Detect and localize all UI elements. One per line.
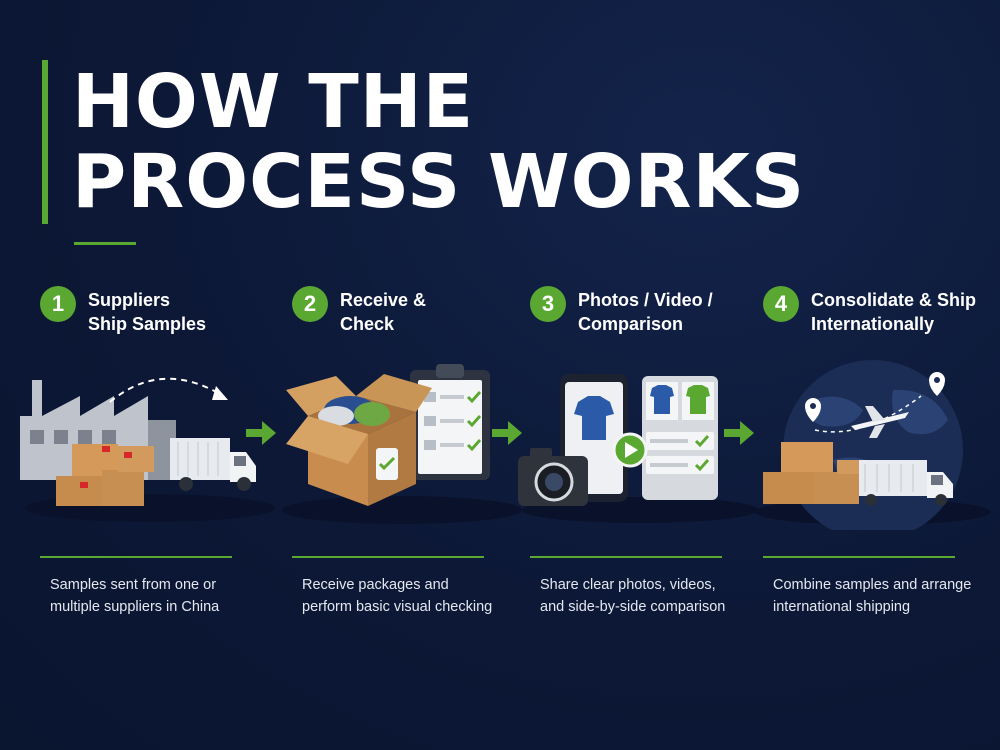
step-number-badge: 4 [763, 286, 799, 322]
step-number-badge: 3 [530, 286, 566, 322]
step-number-badge: 2 [292, 286, 328, 322]
step-title-line-2: Internationally [811, 314, 935, 334]
step-desc-line-2: perform basic visual checking [302, 599, 493, 615]
factory-truck-icon [20, 377, 275, 522]
box-clipboard-illustration [272, 360, 532, 530]
step-header: 1 Suppliers Ship Samples [40, 284, 270, 344]
factory-truck-illustration [20, 360, 280, 530]
page-title: HOW THE PROCESS WORKS [72, 62, 805, 222]
step-divider [292, 556, 484, 558]
globe-shipping-illustration [743, 360, 1000, 530]
title-line-1: HOW THE [72, 59, 475, 145]
step-desc-line-1: Share clear photos, videos, [540, 577, 716, 593]
phone-camera-illustration [510, 360, 770, 530]
step-description: Share clear photos, videos, and side-by-… [540, 574, 755, 618]
step-title-line-1: Photos / Video / [578, 290, 713, 310]
step-description: Receive packages and perform basic visua… [302, 574, 517, 618]
step-desc-line-1: Combine samples and arrange [773, 577, 972, 593]
step-divider [763, 556, 955, 558]
step-desc-line-1: Receive packages and [302, 577, 449, 593]
step-number-badge: 1 [40, 286, 76, 322]
arrow-right-icon [490, 418, 524, 448]
step-divider [40, 556, 232, 558]
step-title-line-1: Receive & [340, 290, 427, 310]
step-title-line-2: Ship Samples [88, 314, 207, 334]
step-desc-line-1: Samples sent from one or [50, 577, 217, 593]
step-header: 3 Photos / Video / Comparison [530, 284, 760, 344]
step-header: 4 Consolidate & Ship Internationally [763, 284, 993, 344]
step-title-line-1: Suppliers [88, 290, 171, 310]
arrow-right-icon [244, 418, 278, 448]
title-line-2: PROCESS WORKS [72, 139, 806, 225]
title-accent-bar [42, 60, 48, 224]
step-header: 2 Receive & Check [292, 284, 522, 344]
step-desc-line-2: and side-by-side comparison [540, 599, 726, 615]
step-title-line-1: Consolidate & Ship [811, 290, 977, 310]
title-underline [74, 242, 136, 245]
step-title-line-2: Comparison [578, 314, 684, 334]
step-title-line-2: Check [340, 314, 395, 334]
phone-camera-icon [518, 374, 758, 523]
step-title: Photos / Video / Comparison [578, 288, 768, 336]
globe-plane-icon [755, 360, 991, 530]
step-desc-line-2: international shipping [773, 599, 911, 615]
arrow-right-icon [722, 418, 756, 448]
step-title: Receive & Check [340, 288, 530, 336]
step-description: Combine samples and arrange internationa… [773, 574, 988, 618]
step-description: Samples sent from one or multiple suppli… [50, 574, 265, 618]
step-title: Consolidate & Ship Internationally [811, 288, 1000, 336]
step-desc-line-2: multiple suppliers in China [50, 599, 220, 615]
step-divider [530, 556, 722, 558]
step-title: Suppliers Ship Samples [88, 288, 278, 336]
open-box-icon [282, 364, 522, 524]
